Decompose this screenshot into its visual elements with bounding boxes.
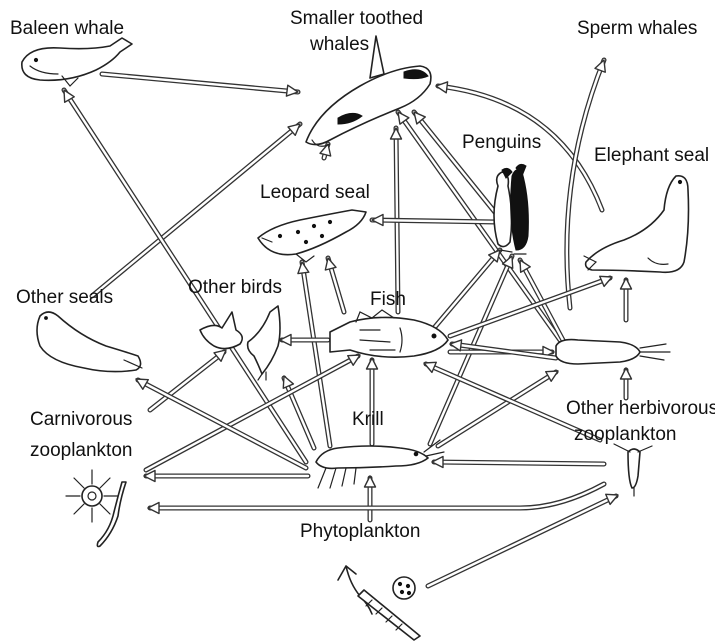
label-penguins: Penguins bbox=[462, 132, 541, 153]
krill-drawing bbox=[316, 440, 444, 488]
label-other-seals: Other seals bbox=[16, 287, 113, 308]
label-baleen-whale: Baleen whale bbox=[10, 18, 124, 39]
phytoplankton-drawing bbox=[338, 566, 420, 640]
label-smaller-toothed-whales-line2: whales bbox=[309, 34, 369, 55]
label-other-herbivorous-zooplankton-line2: zooplankton bbox=[574, 424, 676, 445]
label-carnivorous-zooplankton-line1: Carnivorous bbox=[30, 409, 132, 430]
arrow-krill-to-carnzoo bbox=[144, 471, 308, 482]
label-other-birds: Other birds bbox=[188, 277, 282, 298]
label-phytoplankton: Phytoplankton bbox=[300, 521, 420, 542]
label-krill: Krill bbox=[352, 409, 384, 430]
arrow-herbzoo-to-squid bbox=[621, 368, 632, 398]
fish-drawing bbox=[330, 310, 448, 357]
label-carnivorous-zooplankton-line2: zooplankton bbox=[30, 440, 132, 461]
other-seals-drawing bbox=[37, 312, 142, 372]
label-fish: Fish bbox=[370, 289, 406, 310]
arrow-otherseals-to-toothed bbox=[92, 124, 300, 296]
elephant-seal-drawing bbox=[584, 176, 689, 273]
baleen-whale-drawing bbox=[22, 38, 132, 86]
label-elephant-seal: Elephant seal bbox=[594, 145, 709, 166]
arrow-phyto-to-carnzoo bbox=[148, 484, 604, 514]
carnivorous-zooplankton-drawing bbox=[66, 470, 126, 547]
label-other-herbivorous-zooplankton-line1: Other herbivorous bbox=[566, 398, 715, 419]
label-smaller-toothed-whales-line1: Smaller toothed bbox=[290, 8, 423, 29]
arrow-fish-to-leopard bbox=[325, 258, 344, 312]
label-sperm-whales: Sperm whales bbox=[577, 18, 697, 39]
leopard-seal-drawing bbox=[258, 210, 366, 262]
arrow-carnzoo-to-birds bbox=[150, 350, 226, 410]
arrow-fish-to-birds bbox=[280, 335, 328, 346]
arrow-baleen-to-toothed bbox=[102, 74, 298, 96]
arrow-squid-to-fish bbox=[450, 340, 556, 358]
penguins-drawing bbox=[494, 164, 528, 254]
arrow-fish-to-penguins bbox=[434, 250, 500, 328]
arrow-squid-to-elephant bbox=[621, 278, 632, 320]
arrow-herbzoo-to-krill bbox=[432, 457, 604, 468]
arrow-phyto-to-krill bbox=[365, 476, 376, 520]
herbivorous-zooplankton-drawing bbox=[614, 444, 652, 496]
arrow-penguins-to-leopard bbox=[372, 215, 496, 226]
arrow-krill-to-fish bbox=[367, 358, 378, 444]
arrow-penguins-to-toothed bbox=[414, 112, 498, 216]
label-leopard-seal: Leopard seal bbox=[260, 182, 370, 203]
squid-drawing bbox=[556, 340, 670, 364]
